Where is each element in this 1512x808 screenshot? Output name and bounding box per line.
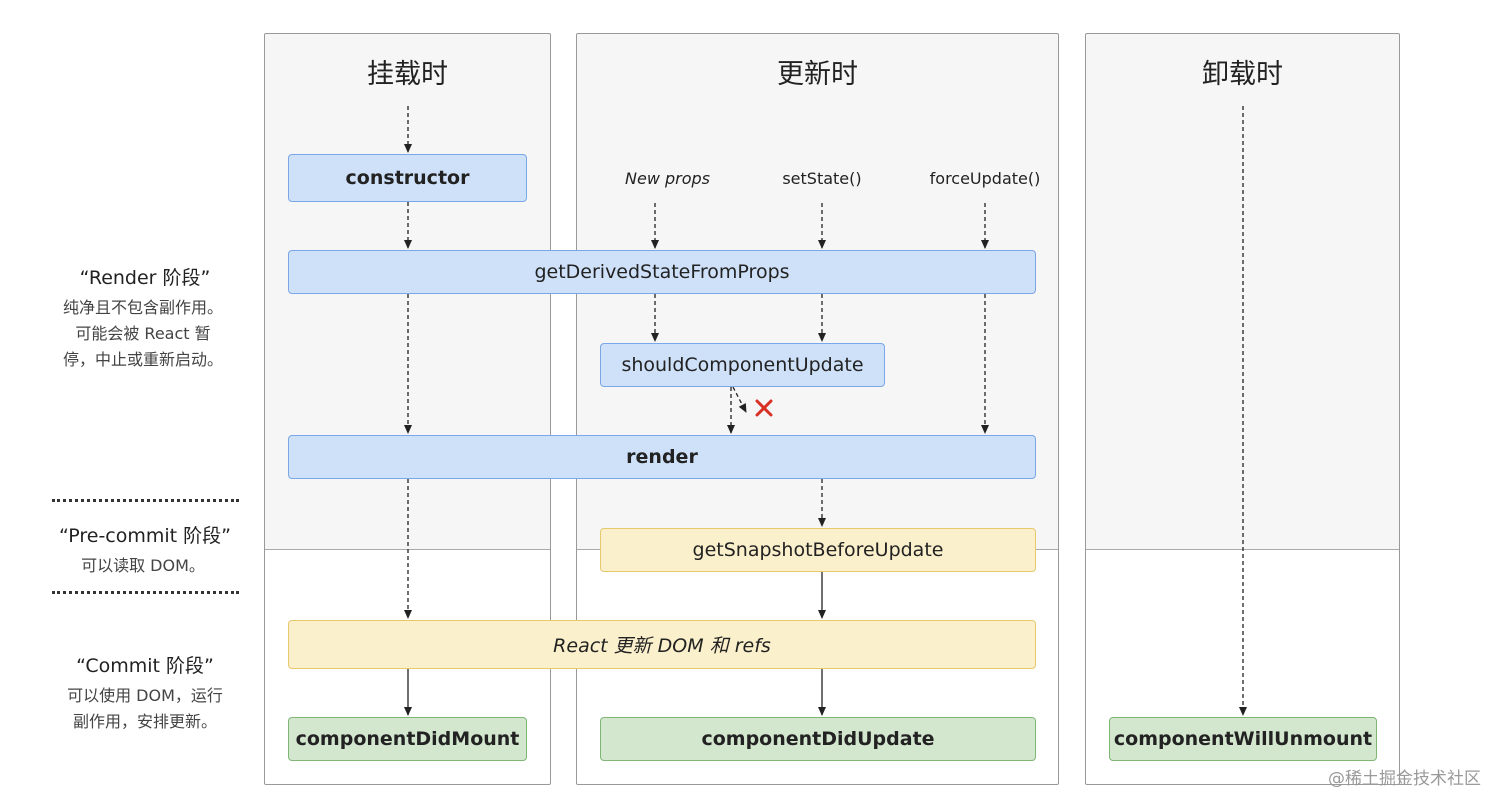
- trigger-force-update: forceUpdate(): [929, 169, 1041, 188]
- unmounting-title: 卸载时: [1202, 59, 1283, 90]
- precommit-phase-title: “Pre-commit 阶段”: [58, 525, 232, 547]
- precommit-phase-desc: 可以读取 DOM。: [43, 553, 243, 579]
- commit-phase-desc-line: 可以使用 DOM，运行: [67, 686, 223, 705]
- precommit-phase-desc-line: 可以读取 DOM。: [81, 556, 205, 575]
- render-phase-title: “Render 阶段”: [79, 267, 211, 289]
- render-phase-desc: 纯净且不包含副作用。 可能会被 React 暂 停，中止或重新启动。: [43, 295, 243, 373]
- render-phase-desc-line: 可能会被 React 暂: [75, 324, 211, 343]
- commit-phase-desc: 可以使用 DOM，运行 副作用，安排更新。: [45, 683, 245, 735]
- component-did-update-box: componentDidUpdate: [600, 717, 1036, 761]
- trigger-set-state: setState(): [782, 169, 862, 188]
- mounting-title: 挂载时: [367, 59, 448, 90]
- updating-title: 更新时: [777, 59, 858, 90]
- commit-phase-title: “Commit 阶段”: [76, 655, 214, 677]
- watermark: @稀土掘金技术社区: [1328, 769, 1481, 789]
- phase-separator: [52, 499, 239, 502]
- render-phase-desc-line: 纯净且不包含副作用。: [62, 298, 223, 317]
- updating-column: [576, 33, 1059, 785]
- get-derived-state-from-props-box: getDerivedStateFromProps: [288, 250, 1036, 294]
- get-snapshot-before-update-box: getSnapshotBeforeUpdate: [600, 528, 1036, 572]
- component-will-unmount-box: componentWillUnmount: [1109, 717, 1377, 761]
- render-box: render: [288, 435, 1036, 479]
- should-component-update-box: shouldComponentUpdate: [600, 343, 885, 387]
- react-update-dom-box: React 更新 DOM 和 refs: [288, 620, 1036, 669]
- commit-phase-desc-line: 副作用，安排更新。: [72, 712, 217, 731]
- cross-icon: [755, 399, 773, 417]
- unmounting-column: [1085, 33, 1400, 785]
- phase-separator: [52, 591, 239, 594]
- arrow-scu-false: [732, 386, 747, 413]
- component-did-mount-box: componentDidMount: [288, 717, 527, 761]
- trigger-new-props: New props: [625, 169, 710, 188]
- constructor-box: constructor: [288, 154, 527, 202]
- render-phase-desc-line: 停，中止或重新启动。: [62, 350, 223, 369]
- mounting-column: [264, 33, 551, 785]
